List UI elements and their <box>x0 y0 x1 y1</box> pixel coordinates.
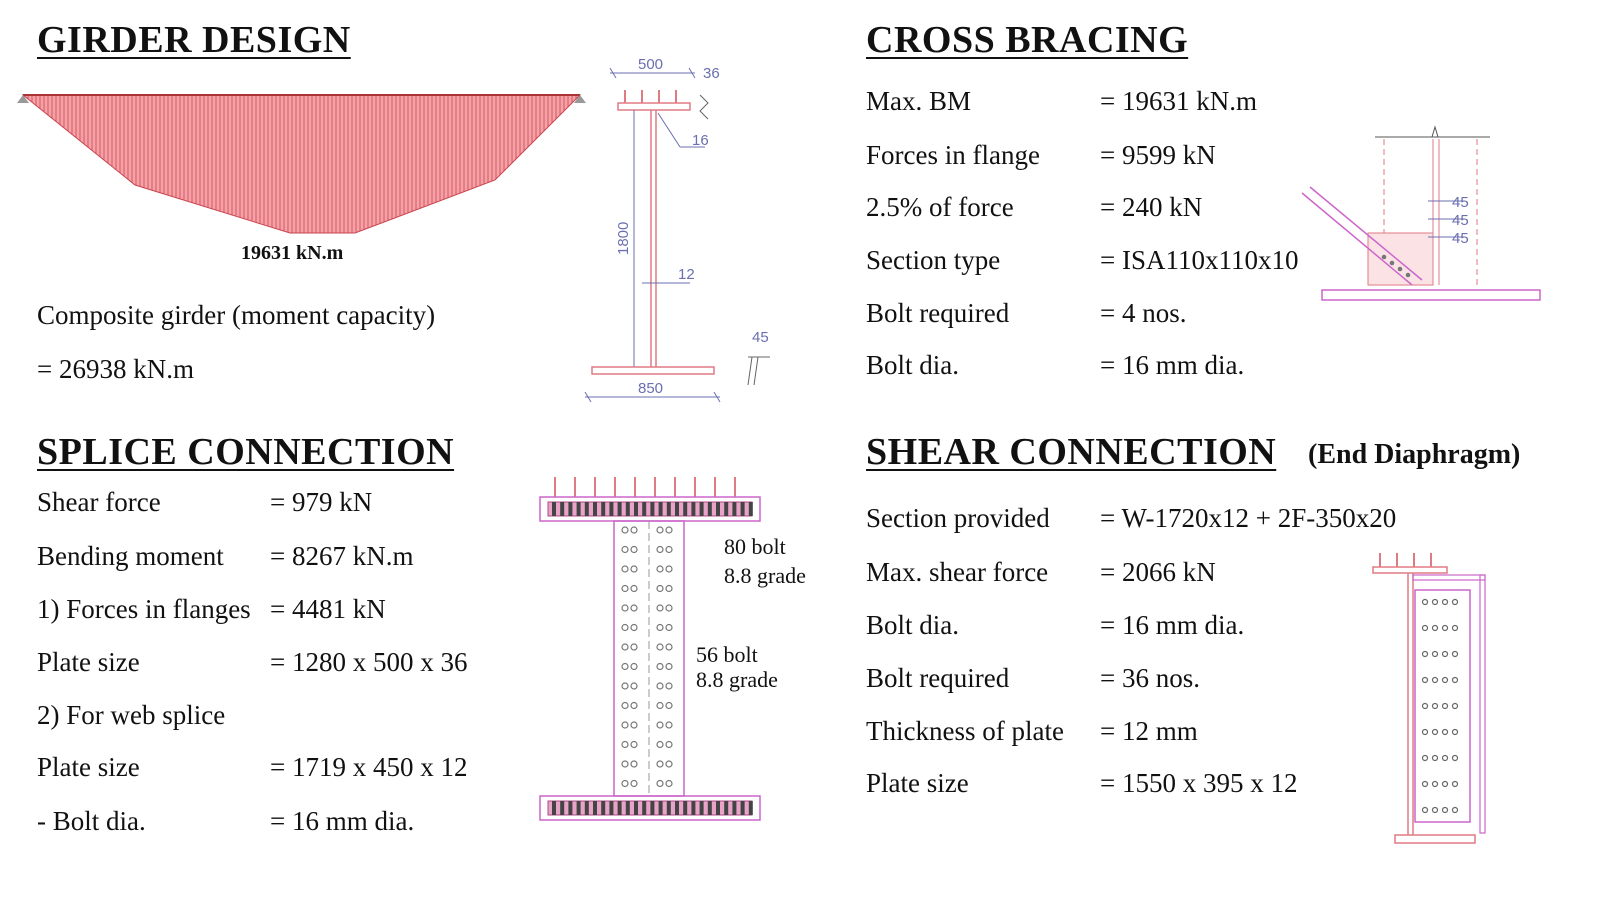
bracing-row-label: 2.5% of force <box>866 192 1014 222</box>
dim-bracing-pitch-3: 45 <box>1452 230 1469 247</box>
shear-row-label: Plate size <box>866 768 969 798</box>
shear-row-label: Max. shear force <box>866 557 1049 587</box>
dim-top-flange-width: 500 <box>638 56 663 73</box>
shear-row-label: Thickness of plate <box>866 716 1064 746</box>
shear-row-value: = 2066 kN <box>1100 557 1216 587</box>
bending-moment-value: 19631 kN.m <box>241 242 344 264</box>
cross-bracing-detail-drawing: 45 45 45 <box>1301 125 1541 301</box>
shear-row-value: = 36 nos. <box>1100 663 1200 693</box>
splice-row-value: = 8267 kN.m <box>270 541 414 571</box>
shear-connection-heading: SHEAR CONNECTION <box>866 431 1277 473</box>
shear-row-value: = 16 mm dia. <box>1100 610 1245 640</box>
splice-row-label: 2) For web splice <box>37 700 226 730</box>
splice-connection-drawing <box>539 477 761 821</box>
dim-bottom-thk: 45 <box>752 329 769 346</box>
dim-weld-size: 16 <box>692 132 709 149</box>
dim-top-flange-thk: 36 <box>703 65 720 82</box>
splice-row-label: Plate size <box>37 647 140 677</box>
flange-bolt-grade: 8.8 grade <box>724 563 806 588</box>
bracing-row-value: = 16 mm dia. <box>1100 350 1245 380</box>
flange-bolt-count: 80 bolt <box>724 534 786 559</box>
bracing-row-label: Bolt required <box>866 298 1010 328</box>
splice-row-value: = 16 mm dia. <box>270 806 415 836</box>
shear-row-label: Section provided <box>866 503 1050 533</box>
splice-row-label: Plate size <box>37 752 140 782</box>
girder-design-heading: GIRDER DESIGN <box>37 19 351 61</box>
shear-row-value: = 1550 x 395 x 12 <box>1100 768 1298 798</box>
splice-connection-heading: SPLICE CONNECTION <box>37 431 455 473</box>
splice-row-value: = 979 kN <box>270 487 373 517</box>
bracing-row-value: = 240 kN <box>1100 192 1203 222</box>
splice-row-label: - Bolt dia. <box>37 806 146 836</box>
dim-web-thk: 12 <box>678 266 695 283</box>
bracing-row-label: Section type <box>866 245 1001 275</box>
web-bolt-count: 56 bolt <box>696 642 758 667</box>
splice-row-label: Bending moment <box>37 541 224 571</box>
splice-row-value: = 4481 kN <box>270 594 386 624</box>
composite-capacity-value: = 26938 kN.m <box>37 354 194 384</box>
shear-connection-subheading: (End Diaphragm) <box>1308 439 1521 470</box>
shear-row-label: Bolt dia. <box>866 610 959 640</box>
bending-moment-diagram <box>17 94 586 234</box>
dim-girder-depth: 1800 <box>615 222 632 255</box>
shear-row-label: Bolt required <box>866 663 1010 693</box>
bracing-row-label: Forces in flange <box>866 140 1040 170</box>
bracing-row-label: Max. BM <box>866 86 972 116</box>
composite-capacity-label: Composite girder (moment capacity) <box>37 300 436 330</box>
bracing-row-value: = 4 nos. <box>1100 298 1187 328</box>
bracing-row-value: = 9599 kN <box>1100 140 1216 170</box>
girder-section-drawing: 500 36 16 1800 12 850 45 <box>584 56 770 403</box>
splice-row-label: 1) Forces in flanges <box>37 594 251 624</box>
web-bolt-grade: 8.8 grade <box>696 667 778 692</box>
dim-bracing-pitch-2: 45 <box>1452 212 1469 229</box>
dim-bottom-flange-width: 850 <box>638 380 663 397</box>
shear-connection-drawing <box>1372 553 1486 844</box>
shear-row-value: = 12 mm <box>1100 716 1198 746</box>
bracing-row-value: = 19631 kN.m <box>1100 86 1257 116</box>
splice-row-value: = 1719 x 450 x 12 <box>270 752 468 782</box>
bracing-row-label: Bolt dia. <box>866 350 959 380</box>
bracing-row-value: = ISA110x110x10 <box>1100 245 1299 275</box>
splice-row-label: Shear force <box>37 487 161 517</box>
dim-bracing-pitch-1: 45 <box>1452 194 1469 211</box>
shear-row-value: = W-1720x12 + 2F-350x20 <box>1100 503 1397 533</box>
cross-bracing-heading: CROSS BRACING <box>866 19 1189 61</box>
splice-row-value: = 1280 x 500 x 36 <box>270 647 468 677</box>
